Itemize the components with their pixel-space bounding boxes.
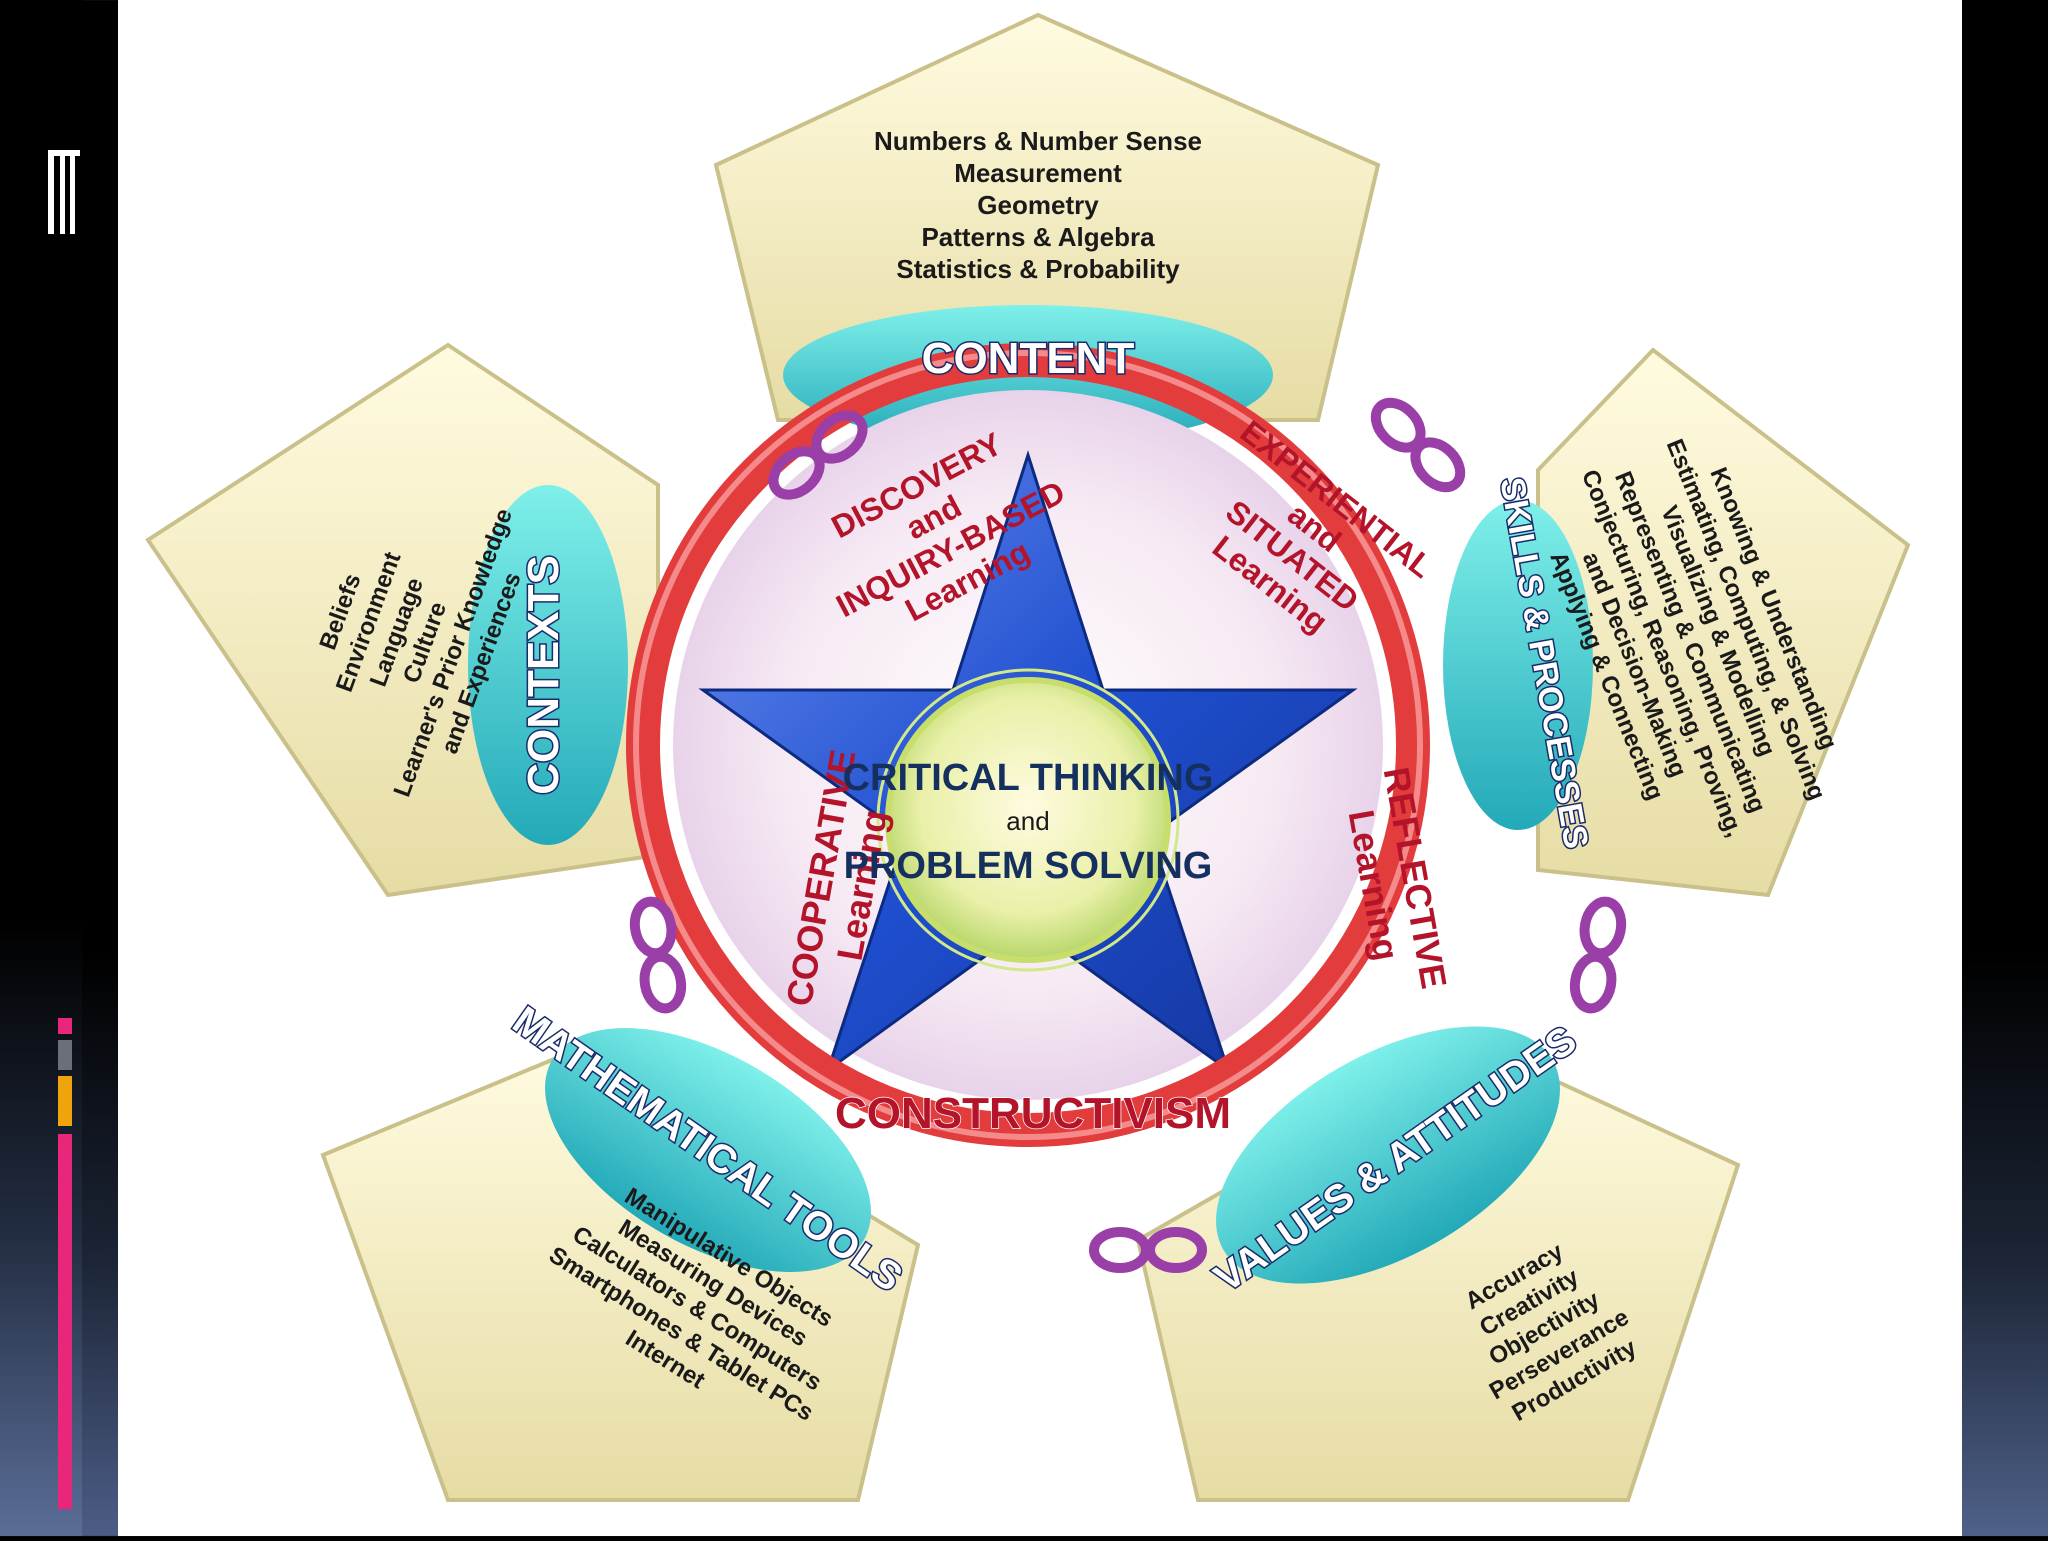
slide: CONTENT SKILLS & PROCESSES VALUES & ATTI…	[118, 0, 1962, 1536]
accent-bar-orange	[58, 1076, 72, 1126]
connector-content-skills	[1367, 394, 1469, 496]
content-item: Measurement	[954, 158, 1122, 188]
content-item: Statistics & Probability	[896, 254, 1180, 284]
approach-constructivism: CONSTRUCTIVISM	[835, 1089, 1231, 1138]
approach-line: CONSTRUCTIVISM	[835, 1089, 1231, 1138]
slide-lines-icon	[48, 150, 80, 234]
content-item: Geometry	[977, 190, 1099, 220]
contexts-title: CONTEXTS	[519, 555, 568, 795]
accent-bar-gray	[58, 1040, 72, 1070]
math-framework-diagram: CONTENT SKILLS & PROCESSES VALUES & ATTI…	[118, 0, 1962, 1536]
connector-skills-values	[1571, 899, 1625, 1012]
left-rail	[0, 0, 82, 1536]
content-item: Numbers & Number Sense	[874, 126, 1202, 156]
center-line-1: CRITICAL THINKING	[843, 757, 1214, 799]
accent-bar-pink-small	[58, 1018, 72, 1034]
right-rail	[1962, 0, 2048, 1536]
content-title: CONTENT	[922, 334, 1135, 383]
accent-bar-pink	[58, 1134, 72, 1509]
center-line-2: and	[1006, 806, 1049, 836]
center-line-3: PROBLEM SOLVING	[844, 845, 1213, 887]
content-item: Patterns & Algebra	[921, 222, 1155, 252]
